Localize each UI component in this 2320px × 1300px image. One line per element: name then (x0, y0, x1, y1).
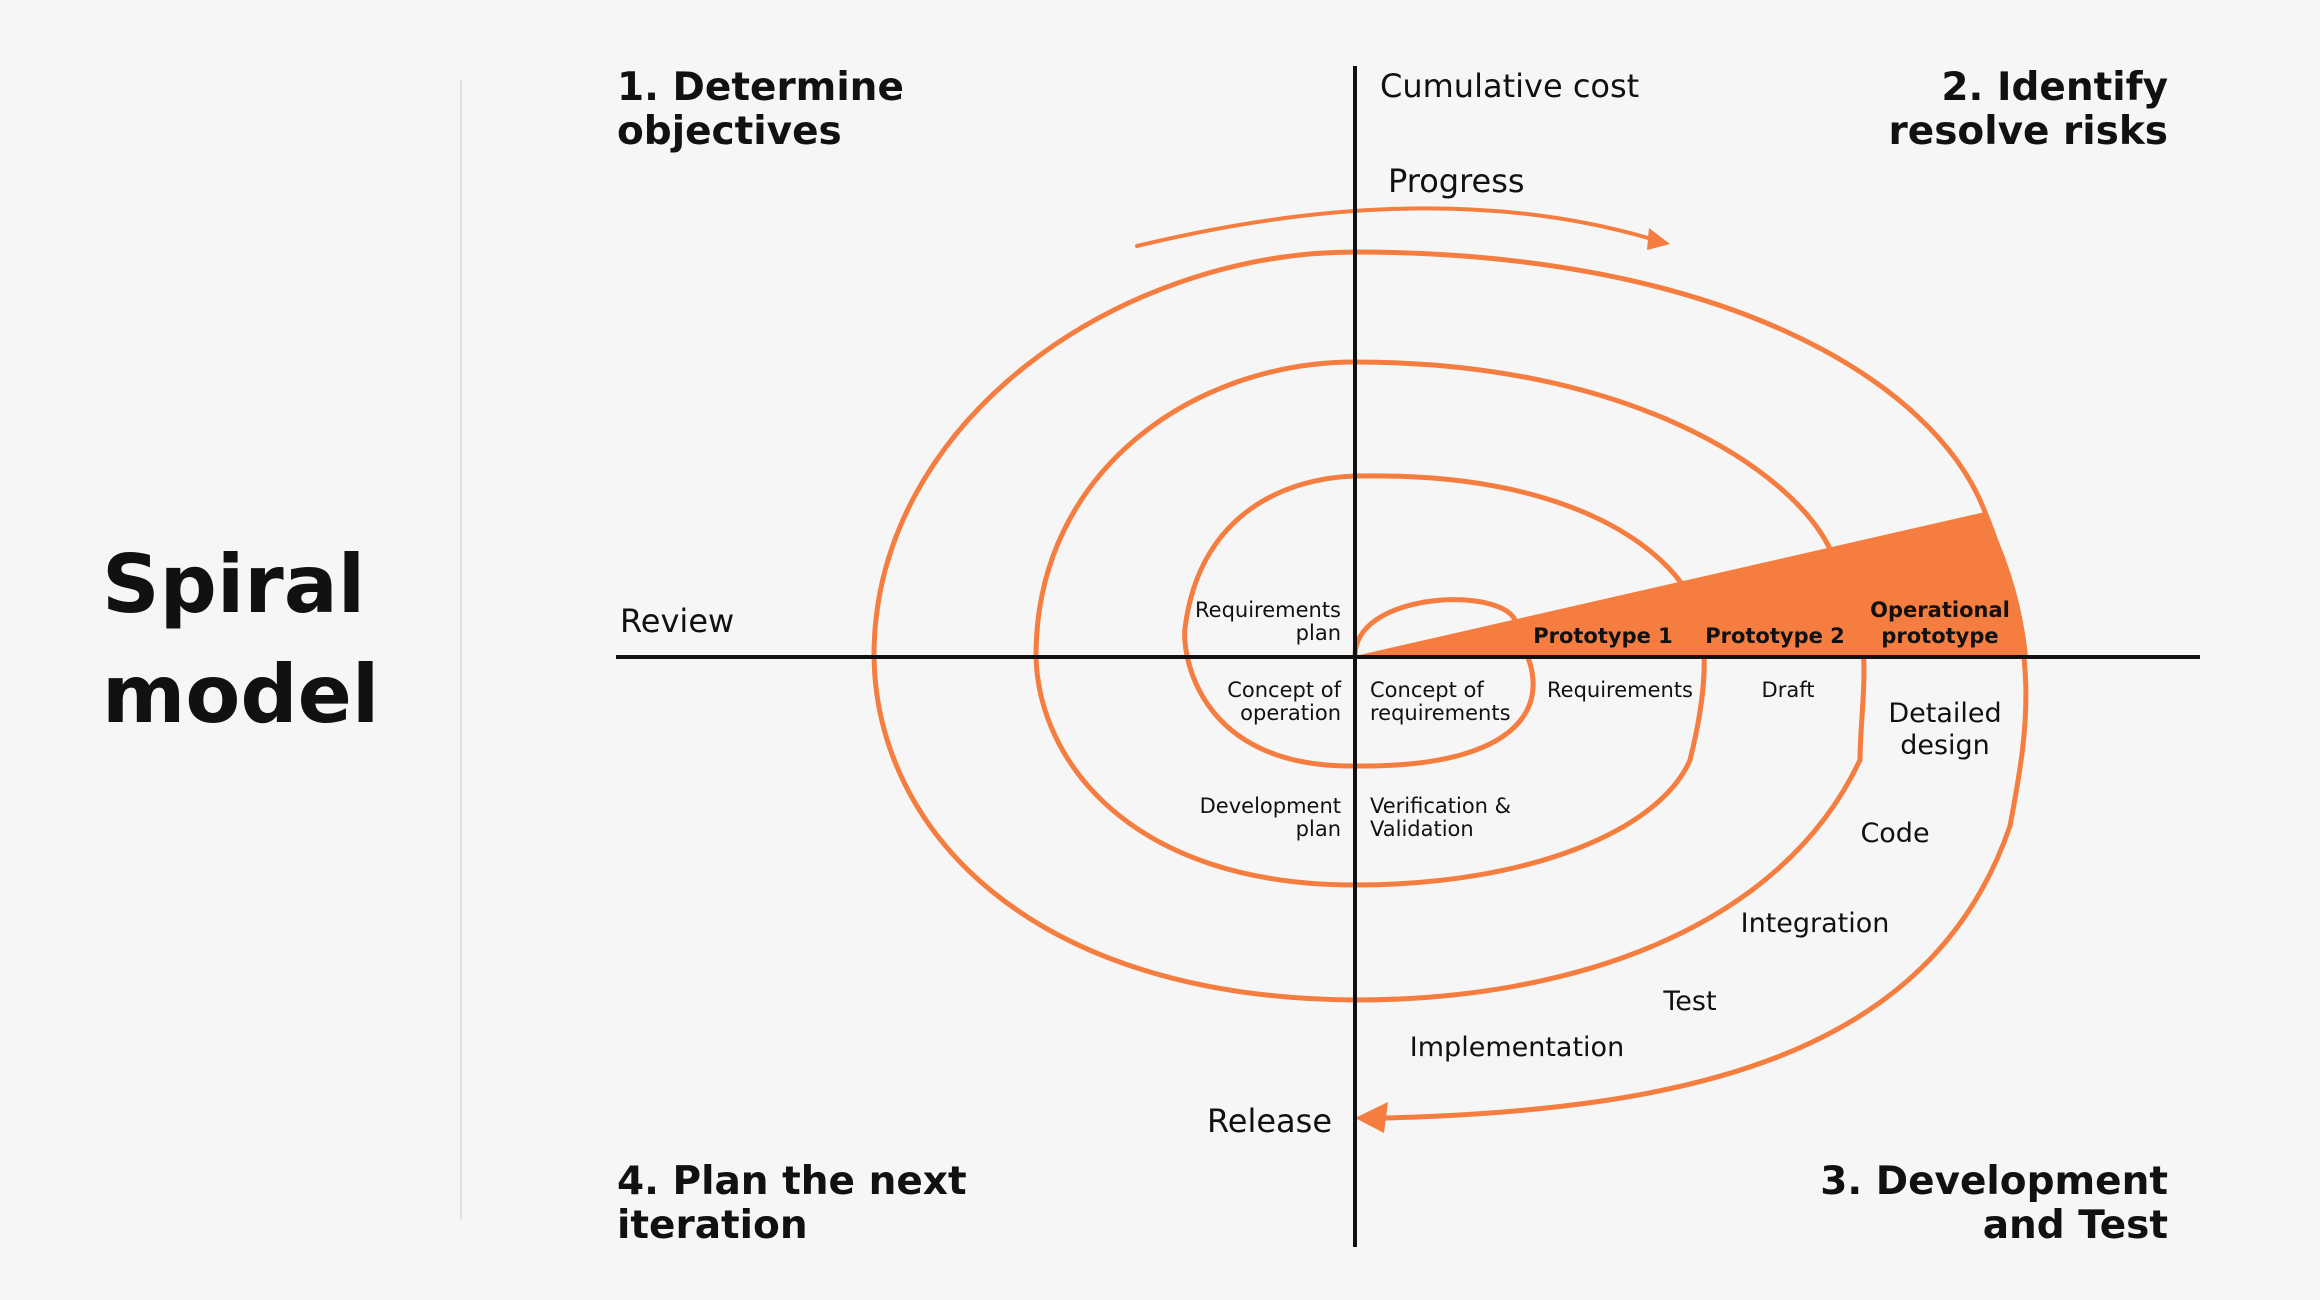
integration-label: Integration (1741, 908, 1890, 939)
detailed-design-label-1: Detailed (1888, 698, 2001, 729)
concept-requirements-label-2: requirements (1370, 701, 1511, 725)
operational-prototype-label-1: Operational (1870, 598, 2010, 622)
development-plan-label-2: plan (1296, 817, 1341, 841)
prototype-1-label: Prototype 1 (1533, 624, 1673, 648)
title-line-1: Spiral (102, 538, 366, 631)
release-arrowhead (1355, 1102, 1388, 1133)
quadrant-1-line-2: objectives (617, 109, 842, 154)
title-line-2: model (102, 648, 380, 741)
quadrant-2-line-2: resolve risks (1888, 109, 2168, 154)
concept-requirements-label-1: Concept of (1370, 678, 1484, 702)
code-label: Code (1860, 818, 1929, 849)
verification-label-2: Validation (1370, 817, 1474, 841)
vertical-divider (460, 80, 462, 1220)
prototype-2-label: Prototype 2 (1705, 624, 1845, 648)
progress-arrow-line (1135, 206, 1650, 248)
quadrant-2-line-1: 2. Identify (1941, 65, 2168, 110)
release-label: Release (1207, 1102, 1332, 1140)
requirements-plan-label-2: plan (1296, 621, 1341, 645)
quadrant-3-title: 3. Development and Test (1820, 1160, 2168, 1248)
slide-title: Spiral model (102, 530, 379, 750)
draft-label: Draft (1762, 678, 1815, 702)
quadrant-4-line-1: 4. Plan the next (617, 1159, 967, 1204)
development-plan-label-1: Development (1200, 794, 1341, 818)
requirements-label: Requirements (1547, 678, 1693, 702)
quadrant-2-title: 2. Identify resolve risks (1889, 66, 2168, 154)
operational-prototype-label-2: prototype (1881, 624, 1998, 648)
spiral-path (871, 249, 2029, 1121)
progress-label: Progress (1388, 162, 1525, 200)
quadrant-1-title: 1. Determine objectives (617, 66, 904, 154)
test-label: Test (1662, 986, 1716, 1017)
progress-arrowhead (1647, 228, 1670, 250)
quadrant-3-line-2: and Test (1982, 1203, 2168, 1248)
quadrant-3-line-1: 3. Development (1820, 1159, 2168, 1204)
detailed-design-label-2: design (1900, 730, 1990, 761)
concept-operation-label-2: operation (1240, 701, 1341, 725)
quadrant-4-line-2: iteration (617, 1203, 808, 1248)
quadrant-4-title: 4. Plan the next iteration (617, 1160, 967, 1248)
review-label: Review (620, 602, 734, 640)
quadrant-1-line-1: 1. Determine (617, 65, 904, 110)
concept-operation-label-1: Concept of (1227, 678, 1341, 702)
cumulative-cost-label: Cumulative cost (1380, 67, 1639, 105)
implementation-label: Implementation (1410, 1032, 1624, 1063)
verification-label-1: Verification & (1370, 794, 1511, 818)
requirements-plan-label-1: Requirements (1195, 598, 1341, 622)
